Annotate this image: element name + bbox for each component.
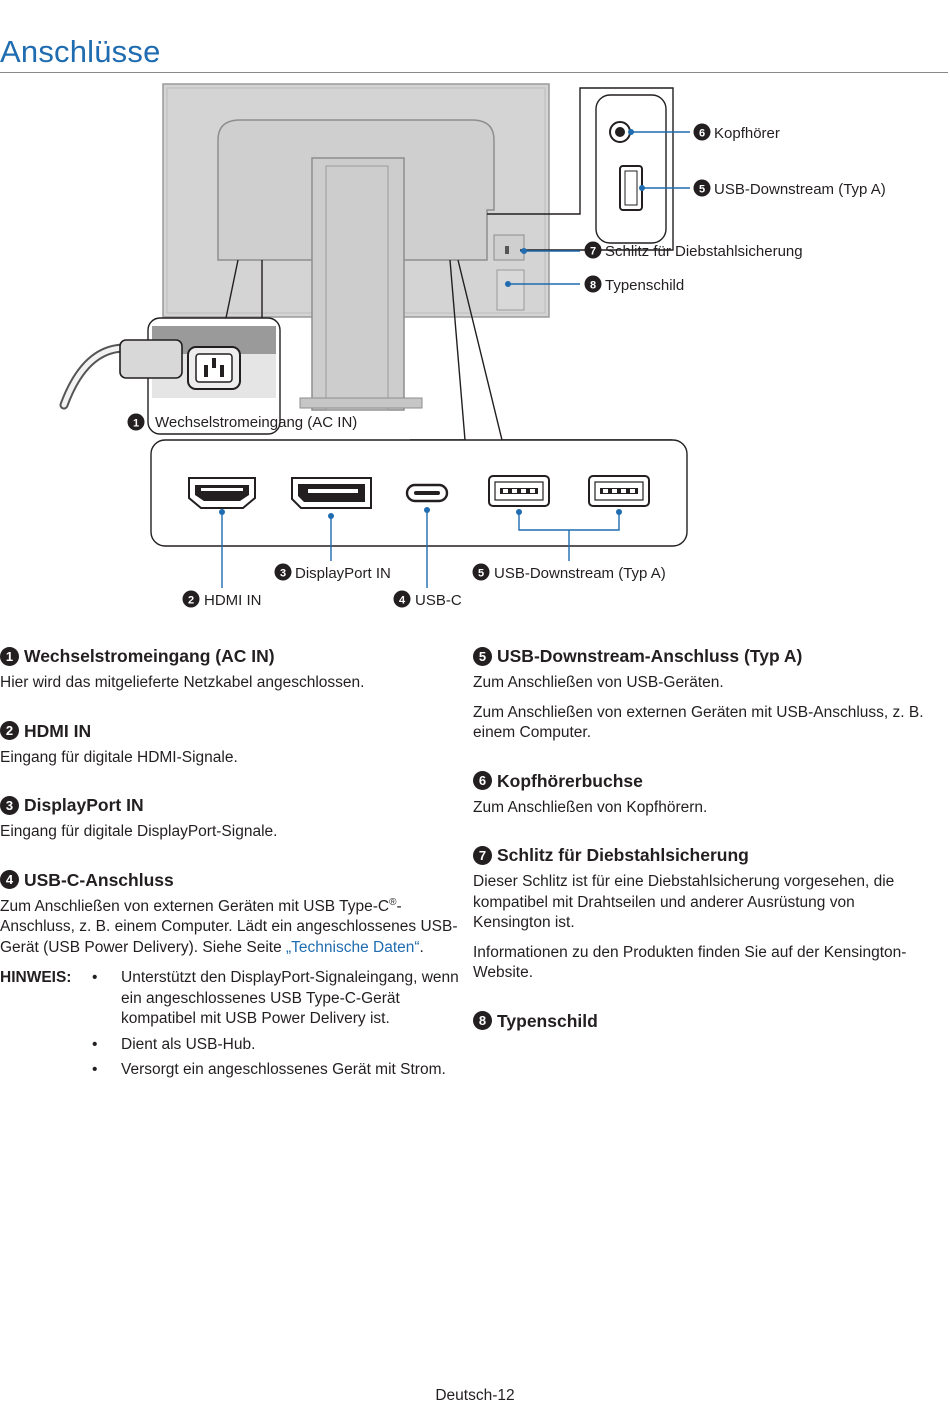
section-usbc: 4 USB-C-Anschluss Zum Anschließen von ext…: [0, 869, 460, 1086]
section-usbc-title: USB-C-Anschluss: [24, 869, 174, 890]
hinweis-item: Unterstützt den DisplayPort-Signaleingan…: [92, 968, 460, 1030]
section-hdmi: 2 HDMI IN Eingang für digitale HDMI-Signa…: [0, 720, 460, 769]
lock-slot: [505, 246, 509, 254]
label-typenschild: Typenschild: [605, 277, 684, 294]
marker-1: 1: [133, 418, 139, 430]
label-kopfhoerer: Kopfhörer: [714, 125, 780, 142]
label-schlitz: Schlitz für Diebstahlsicherung: [605, 243, 803, 260]
number-badge-5: 5: [473, 646, 492, 666]
section-usb-downstream-title: USB-Downstream-Anschluss (Typ A): [497, 646, 803, 666]
section-usbc-text: Zum Anschließen von externen Geräten mit…: [0, 897, 460, 959]
section-usbc-text-a: Zum Anschließen von externen Geräten mit…: [0, 897, 390, 915]
marker-5-top: 5: [699, 184, 705, 196]
marker-2: 2: [188, 595, 194, 607]
number-badge-4: 4: [0, 870, 19, 889]
stand-base: [299, 397, 423, 409]
section-hdmi-heading: 2 HDMI IN: [0, 720, 460, 742]
section-typenschild-heading: 8 Typenschild: [473, 1010, 933, 1032]
section-typenschild-title: Typenschild: [497, 1010, 598, 1031]
label-hdmi: HDMI IN: [204, 592, 262, 609]
section-schlitz-text-2: Informationen zu den Produkten finden Si…: [473, 943, 907, 982]
hinweis-item: Versorgt ein angeschlossenes Gerät mit S…: [92, 1060, 460, 1081]
usb-a-side-port: [619, 165, 643, 211]
marker-6: 6: [699, 128, 705, 140]
section-ac-in-title: Wechselstromeingang (AC IN): [24, 646, 275, 666]
hinweis-list: Unterstützt den DisplayPort-Signaleingan…: [92, 968, 460, 1086]
label-usbc: USB-C: [415, 592, 462, 609]
section-kopfhoerer-text: Zum Anschließen von Kopfhörern.: [473, 798, 708, 816]
section-kopfhoerer: 6 Kopfhörerbuchse Zum Anschließen von Kop…: [473, 770, 933, 819]
marker-4: 4: [399, 595, 406, 607]
section-displayport-title: DisplayPort IN: [24, 795, 144, 815]
marker-5-bottom: 5: [478, 568, 484, 580]
section-usbc-text-c: .: [419, 938, 424, 956]
technische-daten-link[interactable]: „Technische Daten“: [286, 938, 420, 956]
number-badge-8: 8: [473, 1011, 492, 1030]
section-usb-downstream-text-2: Zum Anschließen von externen Geräten mit…: [473, 703, 924, 742]
label-displayport: DisplayPort IN: [295, 565, 391, 582]
number-badge-2: 2: [0, 721, 19, 740]
number-badge-1: 1: [0, 646, 19, 666]
marker-8: 8: [590, 280, 596, 292]
section-ac-in-text: Hier wird das mitgelieferte Netzkabel an…: [0, 674, 365, 691]
label-usb-downstream-top: USB-Downstream (Typ A): [714, 181, 886, 198]
section-schlitz-title: Schlitz für Diebstahlsicherung: [497, 845, 749, 865]
marker-7: 7: [590, 246, 596, 258]
section-usbc-text-b: -Anschluss, z. B. einem Computer. Lädt e…: [0, 897, 458, 956]
section-typenschild: 8 Typenschild: [473, 1010, 933, 1032]
section-usb-downstream-text-1: Zum Anschließen von USB-Geräten.: [473, 674, 724, 691]
connector-diagram: 6 Kopfhörer 5 USB-Downstream (Typ A) 7 S…: [59, 83, 886, 609]
section-kopfhoerer-heading: 6 Kopfhörerbuchse: [473, 770, 933, 792]
number-badge-7: 7: [473, 845, 492, 865]
label-ac-in: Wechselstromeingang (AC IN): [155, 414, 357, 431]
registered-mark: ®: [389, 896, 397, 908]
marker-3: 3: [280, 568, 286, 580]
page-title: Anschlüsse: [0, 34, 161, 69]
section-kopfhoerer-title: Kopfhörerbuchse: [497, 770, 643, 791]
section-displayport-text: Eingang für digitale DisplayPort-Signale…: [0, 823, 278, 840]
hinweis-label: HINWEIS:: [0, 969, 72, 986]
page-footer: Deutsch-12: [435, 1387, 515, 1404]
section-hdmi-title: HDMI IN: [24, 720, 92, 741]
hinweis-note: HINWEIS: Unterstützt den DisplayPort-Sig…: [0, 968, 460, 1086]
section-usbc-heading: 4 USB-C-Anschluss: [0, 869, 460, 891]
section-hdmi-text: Eingang für digitale HDMI-Signale.: [0, 748, 238, 766]
title-divider: [0, 72, 948, 73]
number-badge-3: 3: [0, 795, 19, 815]
section-schlitz-text-1: Dieser Schlitz ist für eine Diebstahlsic…: [473, 873, 895, 931]
number-badge-6: 6: [473, 771, 492, 790]
label-usb-downstream-bottom: USB-Downstream (Typ A): [494, 565, 666, 582]
hinweis-item: Dient als USB-Hub.: [92, 1035, 460, 1056]
